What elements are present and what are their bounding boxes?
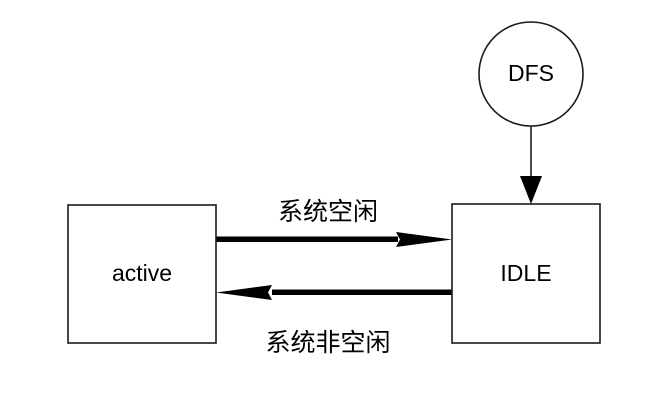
node-active[interactable]: active [67, 204, 217, 344]
dfs-to-idle-arrowhead [520, 176, 542, 204]
idle-box[interactable] [451, 203, 601, 344]
idle-to-active-shaft [272, 289, 452, 295]
edge-active-to-idle [216, 232, 452, 247]
active-box[interactable] [67, 204, 217, 344]
node-idle[interactable]: IDLE [451, 203, 601, 344]
edge-dfs-to-idle [520, 126, 542, 204]
edge-idle-to-active [216, 285, 452, 300]
node-dfs[interactable]: DFS [478, 21, 584, 127]
idle-label: IDLE [500, 260, 551, 286]
idle-to-active-arrowhead [216, 285, 272, 300]
edge-label-system-not-idle: 系统非空闲 [265, 328, 390, 357]
dfs-label: DFS [508, 60, 554, 86]
active-label: active [112, 260, 172, 286]
active-to-idle-arrowhead [396, 232, 452, 247]
dfs-circle[interactable] [478, 21, 584, 127]
edge-label-system-idle: 系统空闲 [278, 197, 378, 226]
active-to-idle-shaft [216, 236, 398, 242]
